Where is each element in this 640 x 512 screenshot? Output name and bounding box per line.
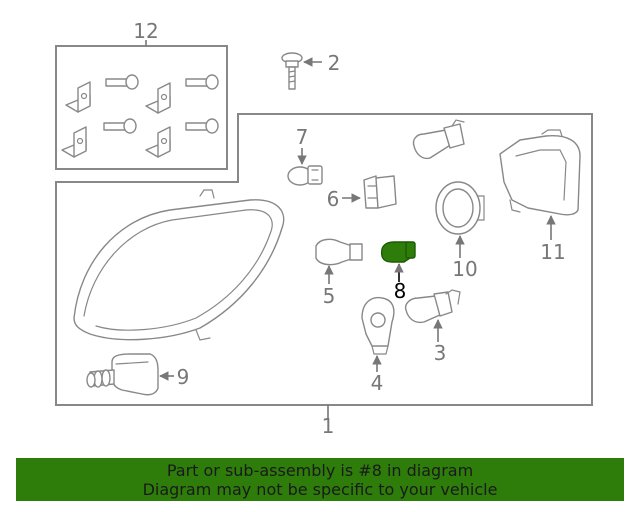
ring-part-10 xyxy=(435,181,485,235)
socket-part-4 xyxy=(361,296,395,355)
callout-10[interactable]: 10 xyxy=(452,257,477,281)
callout-6[interactable]: 6 xyxy=(327,187,340,211)
callout-2[interactable]: 2 xyxy=(328,51,341,75)
callout-1[interactable]: 1 xyxy=(322,414,335,438)
screw-part-2 xyxy=(281,52,303,90)
callout-11[interactable]: 11 xyxy=(540,240,565,264)
socket-part-6 xyxy=(363,175,397,209)
socket-part-9 xyxy=(86,353,159,396)
callout-8[interactable]: 8 xyxy=(394,279,407,303)
callout-9[interactable]: 9 xyxy=(177,365,190,389)
bracket-screw-group-c xyxy=(61,118,137,158)
callout-12[interactable]: 12 xyxy=(133,19,158,43)
banner-line-2: Diagram may not be specific to your vehi… xyxy=(142,480,498,499)
callout-4[interactable]: 4 xyxy=(371,371,384,395)
callout-7[interactable]: 7 xyxy=(296,125,309,149)
bracket-screw-group-a xyxy=(65,74,139,113)
bulb-part-7 xyxy=(287,165,323,186)
callout-5[interactable]: 5 xyxy=(323,284,336,308)
bracket-screw-group-d xyxy=(145,118,219,158)
fitment-notice-banner: Part or sub-assembly is #8 in diagram Di… xyxy=(16,458,624,501)
bulb-part-8-highlighted xyxy=(380,241,416,263)
banner-line-1: Part or sub-assembly is #8 in diagram xyxy=(166,461,474,480)
bulb-part-5 xyxy=(315,238,363,266)
callout-3[interactable]: 3 xyxy=(434,341,447,365)
cover-part-11 xyxy=(499,129,581,216)
bulb-part-3 xyxy=(404,289,461,324)
bulb-upper-socket xyxy=(412,119,465,160)
headlamp-housing xyxy=(73,189,285,341)
hardware-kit-parts xyxy=(61,74,219,158)
bracket-screw-group-b xyxy=(145,74,219,114)
